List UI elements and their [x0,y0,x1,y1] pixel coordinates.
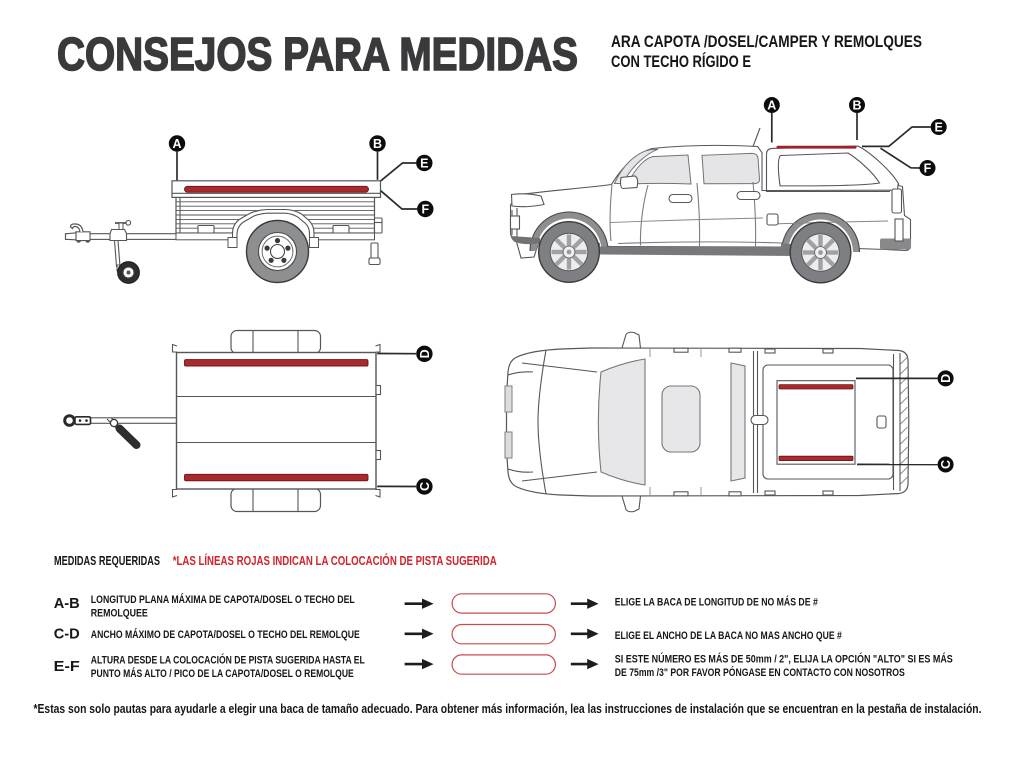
svg-text:E: E [420,157,428,171]
svg-text:CON TECHO RÍGIDO E: CON TECHO RÍGIDO E [611,52,751,71]
svg-text:A-B: A-B [54,595,80,612]
svg-text:LONGITUD PLANA MÁXIMA DE CAPOT: LONGITUD PLANA MÁXIMA DE CAPOTA/DOSEL O … [91,593,355,606]
svg-text:*Estas son solo pautas para ay: *Estas son solo pautas para ayudarle a e… [34,702,982,716]
svg-text:DE 75mm /3" POR FAVOR PÓNGASE: DE 75mm /3" POR FAVOR PÓNGASE EN CONTACT… [615,666,905,679]
svg-text:SI ESTE NÚMERO ES MÁS DE 50mm: SI ESTE NÚMERO ES MÁS DE 50mm / 2", ELIJ… [615,653,953,666]
svg-text:E: E [935,121,943,135]
svg-text:E-F: E-F [54,658,80,675]
svg-text:ANCHO MÁXIMO DE CAPOTA/DOSEL O: ANCHO MÁXIMO DE CAPOTA/DOSEL O TECHO DEL… [91,628,360,641]
svg-text:F: F [421,203,429,217]
svg-text:D: D [939,374,953,383]
svg-text:C: C [418,482,432,491]
svg-text:A: A [172,137,181,151]
svg-text:PUNTO MÁS ALTO / PICO DE LA CA: PUNTO MÁS ALTO / PICO DE LA CAPOTA/DOSEL… [91,667,354,680]
svg-text:CONSEJOS PARA MEDIDAS: CONSEJOS PARA MEDIDAS [57,28,578,80]
svg-text:F: F [924,162,932,176]
svg-text:ARA CAPOTA /DOSEL/CAMPER Y REM: ARA CAPOTA /DOSEL/CAMPER Y REMOLQUES [611,33,922,51]
svg-text:C: C [939,460,953,469]
svg-text:MEDIDAS REQUERIDAS: MEDIDAS REQUERIDAS [54,553,160,568]
svg-text:ELIGE LA BACA DE LONGITUD DE N: ELIGE LA BACA DE LONGITUD DE NO MÁS DE # [615,596,818,609]
svg-text:D: D [418,349,432,358]
svg-text:*LAS LÍNEAS ROJAS INDICAN LA C: *LAS LÍNEAS ROJAS INDICAN LA COLOCACIÓN … [173,553,497,568]
svg-text:B: B [852,99,861,113]
svg-text:C-D: C-D [54,626,80,643]
svg-text:B: B [373,137,382,151]
svg-text:ELIGE EL ANCHO DE LA BACA NO M: ELIGE EL ANCHO DE LA BACA NO MAS ANCHO Q… [615,630,842,642]
svg-text:REMOLQUEE: REMOLQUEE [91,608,148,620]
svg-text:ALTURA DESDE LA COLOCACIÓN DE: ALTURA DESDE LA COLOCACIÓN DE PISTA SUGE… [91,654,365,667]
svg-text:A: A [767,99,776,113]
